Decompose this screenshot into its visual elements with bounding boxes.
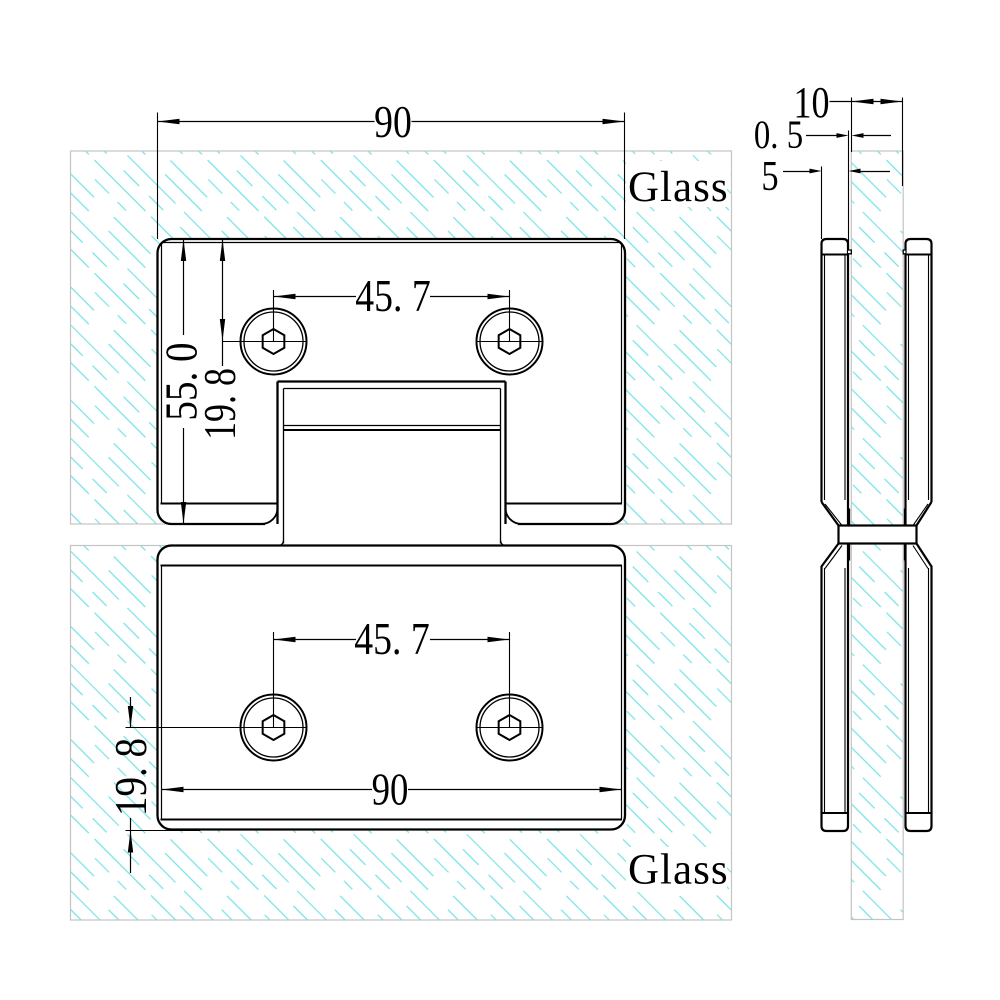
- svg-text:5: 5: [761, 154, 778, 200]
- svg-text:Glass: Glass: [628, 847, 729, 894]
- svg-text:0. 5: 0. 5: [754, 112, 803, 157]
- svg-text:19. 8: 19. 8: [194, 368, 245, 440]
- svg-text:90: 90: [372, 765, 409, 816]
- svg-text:45. 7: 45. 7: [355, 272, 430, 322]
- svg-text:19. 8: 19. 8: [106, 738, 157, 816]
- svg-text:90: 90: [374, 98, 412, 148]
- svg-text:45. 7: 45. 7: [354, 615, 429, 665]
- svg-text:10: 10: [793, 78, 829, 127]
- svg-text:Glass: Glass: [628, 164, 729, 211]
- svg-text:55. 0: 55. 0: [157, 342, 208, 420]
